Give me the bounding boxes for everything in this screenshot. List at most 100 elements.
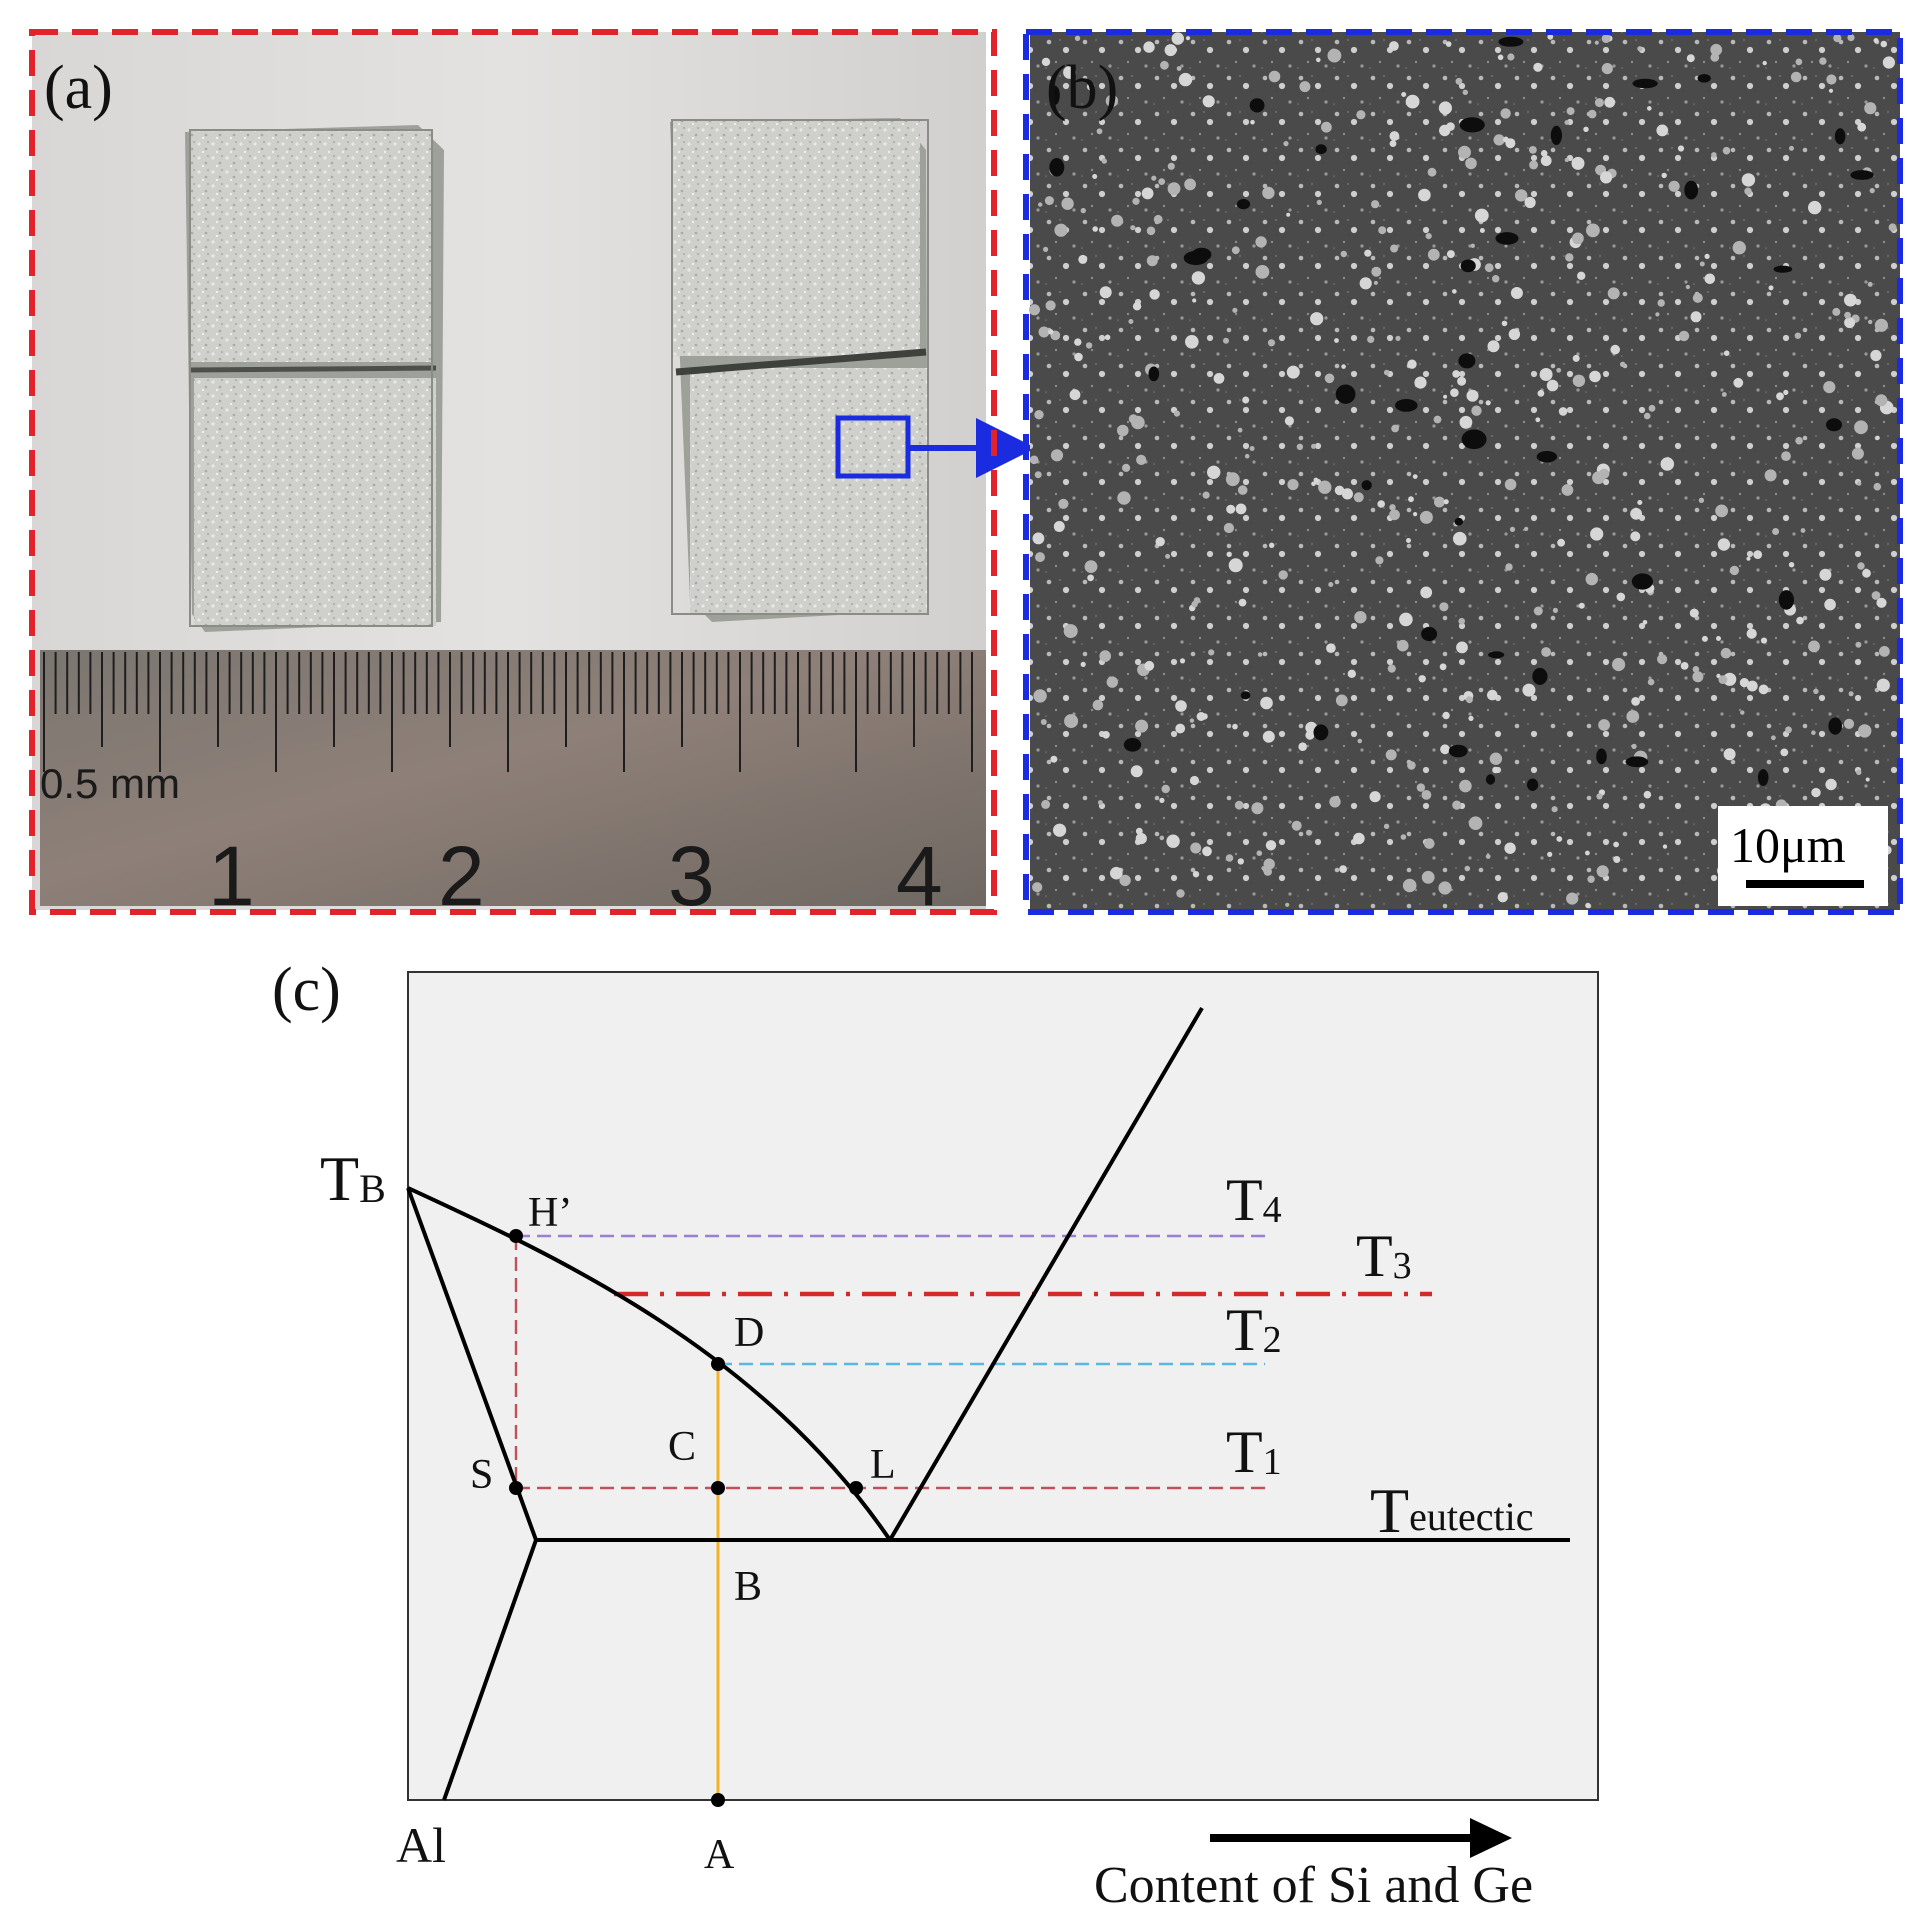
sem-pore: [1834, 128, 1846, 145]
sem-particle: [1446, 250, 1455, 259]
sem-pore: [1236, 199, 1251, 210]
sem-particle: [1718, 675, 1728, 684]
sem-particle: [1416, 783, 1426, 792]
sem-particle: [1479, 228, 1485, 233]
sem-particle: [1661, 172, 1667, 179]
sem-particle: [1556, 367, 1562, 373]
sem-particle: [1462, 89, 1469, 96]
sem-particle: [1427, 248, 1440, 261]
sem-particle: [1439, 124, 1451, 137]
sem-particle: [1268, 70, 1281, 83]
sem-particle: [1819, 568, 1832, 581]
sem-particle: [1825, 778, 1837, 791]
sem-particle: [1504, 842, 1516, 854]
sem-particle: [1484, 263, 1494, 273]
sem-particle: [1306, 829, 1312, 836]
sem-particle: [1540, 155, 1552, 167]
sem-particle: [1873, 482, 1882, 491]
sem-particle: [1854, 420, 1868, 435]
sem-particle: [1630, 531, 1641, 542]
sem-pore: [1454, 517, 1464, 526]
ruler-number-3: 3: [668, 829, 715, 923]
point-d: [711, 1357, 725, 1371]
label-a: A: [704, 1832, 735, 1878]
scale-bar-label: 10μm: [1730, 817, 1846, 873]
sem-particle: [1875, 394, 1888, 407]
sem-particle: [1789, 145, 1794, 151]
sem-particle: [1796, 616, 1804, 625]
sem-particle: [1255, 265, 1270, 279]
sem-particle: [1299, 81, 1311, 93]
sem-particle: [1515, 189, 1528, 202]
sem-particle: [1452, 370, 1460, 378]
sem-particle: [1612, 657, 1626, 672]
sem-particle: [1572, 232, 1584, 245]
sem-particle: [1876, 678, 1890, 692]
sem-particle: [1263, 858, 1275, 870]
sem-particle: [1405, 94, 1420, 109]
sem-pore: [1532, 667, 1548, 685]
sem-particle: [1074, 35, 1081, 41]
sem-particle: [1470, 243, 1476, 248]
sem-particle: [1166, 834, 1180, 848]
sem-particle: [1153, 214, 1163, 224]
sem-particle: [1668, 180, 1680, 192]
sem-particle: [1223, 337, 1229, 344]
sem-particle: [1128, 319, 1134, 324]
sem-particle: [1867, 281, 1873, 287]
sem-particle: [1600, 171, 1613, 184]
sem-particle: [1556, 836, 1563, 842]
sem-particle: [1262, 186, 1275, 200]
sem-particle: [1868, 319, 1873, 325]
sem-particle: [1235, 503, 1247, 515]
sem-particle: [1561, 484, 1574, 496]
sem-particle: [1359, 277, 1372, 290]
sem-particle: [1050, 449, 1064, 462]
sem-particle: [1564, 120, 1570, 125]
sem-particle: [1106, 676, 1119, 688]
sem-particle: [1552, 607, 1558, 614]
sem-particle: [1141, 187, 1154, 200]
sem-particle: [1699, 261, 1705, 267]
sem-particle: [1298, 742, 1307, 751]
sem-particle: [1096, 128, 1103, 135]
sem-particle: [1050, 755, 1058, 763]
sem-particle: [1225, 854, 1234, 862]
selection-box: [835, 415, 911, 479]
sem-particle: [1255, 236, 1267, 248]
sem-particle: [1455, 77, 1463, 85]
sem-particle: [1729, 565, 1740, 576]
sem-particle: [1387, 664, 1396, 673]
sem-particle: [1474, 208, 1489, 223]
sem-particle: [1833, 34, 1842, 43]
sem-particle: [1572, 374, 1586, 387]
sem-particle: [1857, 562, 1865, 570]
sem-particle: [1468, 816, 1483, 830]
sem-particle: [1613, 856, 1621, 863]
sem-particle: [1459, 415, 1473, 429]
sem-particle: [1458, 145, 1471, 159]
sem-particle: [1421, 870, 1435, 884]
sem-particle: [1378, 226, 1387, 235]
sem-particle: [1208, 649, 1215, 656]
sem-particle: [1385, 749, 1397, 761]
sem-particle: [1524, 526, 1529, 532]
sem-pore: [1527, 778, 1539, 791]
sem-particle: [1783, 389, 1789, 395]
sem-particle: [1283, 141, 1289, 147]
sem-pore: [1850, 170, 1874, 180]
sem-particle: [1251, 802, 1264, 815]
sem-particle: [1326, 643, 1336, 653]
sem-pore: [1148, 366, 1160, 382]
sem-particle: [1390, 244, 1399, 253]
sem-particle: [1732, 241, 1747, 255]
sem-particle: [1341, 488, 1353, 500]
sem-particle: [1848, 691, 1854, 697]
sem-particle: [1657, 654, 1668, 665]
sem-particle: [1610, 344, 1620, 355]
sem-particle: [1237, 427, 1243, 433]
point-l: [849, 1481, 863, 1495]
sem-pore: [1461, 429, 1487, 450]
sem-particle: [1744, 187, 1752, 195]
sem-particle: [1443, 394, 1448, 399]
